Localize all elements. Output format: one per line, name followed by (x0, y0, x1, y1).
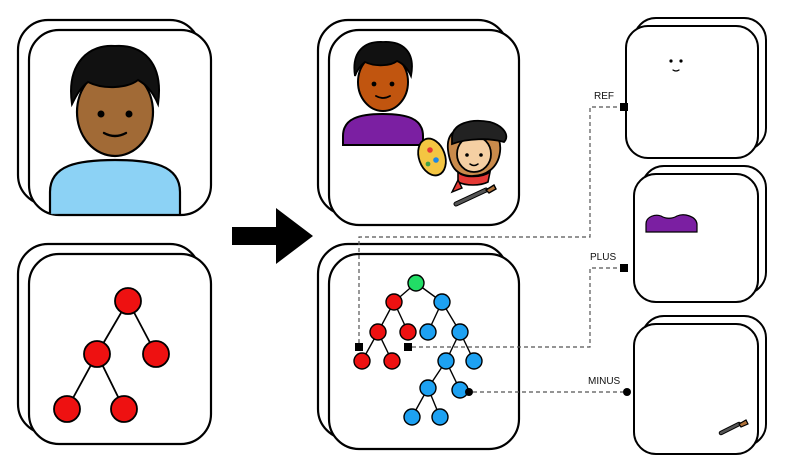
man-emoji-icon (48, 44, 182, 215)
tree-node (53, 395, 81, 423)
input-person-card (16, 18, 213, 217)
output-tree-card (316, 242, 521, 451)
ref-port (620, 103, 628, 111)
tree-node (83, 340, 111, 368)
minus-label: MINUS (588, 376, 621, 387)
tree-node (433, 293, 451, 311)
plus-connector (412, 267, 623, 348)
tree-node (110, 395, 138, 423)
plus-marker (404, 343, 412, 351)
man-emoji-icon (342, 41, 424, 146)
face-fragment-icon (669, 59, 683, 72)
tree-node (419, 379, 437, 397)
plus-card (633, 165, 767, 303)
tree-node (431, 408, 449, 426)
tree-node (369, 323, 387, 341)
tree-node (437, 352, 455, 370)
plus-port (620, 264, 628, 272)
tree-node (383, 352, 401, 370)
input-tree-card (16, 242, 213, 446)
ref-card (625, 17, 767, 159)
tree-node (142, 340, 170, 368)
minus-marker (465, 388, 473, 396)
ref-marker (355, 343, 363, 351)
tree-node (403, 408, 421, 426)
tree-node (419, 323, 437, 341)
minus-card (633, 315, 767, 455)
tree-node (353, 352, 371, 370)
tree-node (114, 287, 142, 315)
right-arrow-icon (232, 208, 313, 264)
plus-label: PLUS (590, 252, 616, 263)
input-tree (53, 287, 170, 423)
tree-node (385, 293, 403, 311)
ref-label: REF (594, 91, 614, 102)
tree-node (451, 323, 469, 341)
artist-emoji-icon (417, 119, 508, 207)
shirt-fragment-icon (645, 214, 698, 233)
tree-node (399, 323, 417, 341)
tree-root-node (407, 274, 425, 292)
paintbrush-icon (718, 419, 749, 436)
tree-node (465, 352, 483, 370)
output-tree (353, 274, 483, 426)
output-image-card (316, 18, 521, 227)
minus-port (623, 388, 631, 396)
connectors (358, 106, 623, 393)
ref-connector (358, 106, 623, 343)
